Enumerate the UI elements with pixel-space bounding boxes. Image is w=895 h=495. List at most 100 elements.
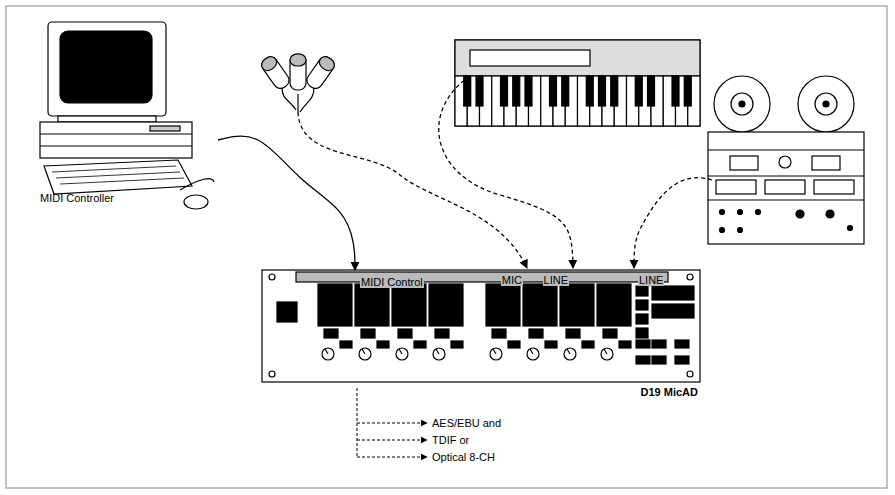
keyboard-keys — [684, 76, 691, 106]
tape-recorder-drawing — [848, 226, 853, 231]
output-wire — [357, 457, 427, 458]
output-label: AES/EBU and — [431, 417, 502, 429]
input-label: LINE — [638, 274, 664, 286]
rack-controls — [601, 348, 613, 360]
input-wire — [439, 76, 573, 268]
rack-controls — [636, 314, 648, 324]
rack-controls — [675, 356, 689, 364]
rack-controls — [451, 341, 463, 348]
rack-controls — [604, 349, 607, 354]
output-wire — [357, 388, 427, 457]
microphone-drawing — [259, 54, 292, 91]
input-wire — [298, 112, 527, 268]
rack-controls — [652, 340, 666, 348]
computer-drawing — [58, 116, 156, 122]
tape-recorder-drawing — [738, 228, 743, 233]
keyboard-keys — [455, 50, 700, 126]
tape-recorder-drawing — [730, 156, 758, 170]
computer-drawing — [40, 133, 192, 134]
keyboard-drawing — [455, 40, 700, 126]
keyboard-keys — [525, 76, 532, 106]
rack-controls — [324, 329, 338, 338]
computer-drawing — [180, 179, 214, 190]
input-wire — [634, 178, 712, 268]
input-label: MIC — [501, 274, 523, 286]
edge-label: MIDI Control — [360, 276, 424, 288]
rack-controls — [322, 348, 334, 360]
rack-controls — [392, 284, 426, 326]
tape-recorder-drawing — [812, 156, 840, 170]
microphone-drawing — [290, 54, 306, 90]
rack-controls — [567, 349, 570, 354]
tape-recorder-drawing — [708, 132, 864, 244]
rack-controls — [652, 286, 694, 300]
keyboard-keys — [550, 76, 557, 106]
rack-controls — [530, 349, 533, 354]
microphone-drawing — [282, 88, 314, 112]
rack-controls — [527, 348, 539, 360]
rack-controls — [355, 284, 389, 326]
rack-controls — [318, 284, 694, 364]
computer-drawing — [48, 22, 166, 116]
rack-controls — [414, 341, 426, 348]
keyboard-keys — [476, 76, 483, 106]
rack-controls — [619, 341, 631, 348]
controller-node: MIDI Controller — [36, 18, 218, 206]
rack-controls — [636, 286, 648, 296]
computer-drawing — [40, 145, 192, 146]
computer-drawing — [40, 122, 192, 158]
rack-controls — [396, 348, 408, 360]
rack-controls — [318, 284, 352, 326]
keyboard-keys — [599, 76, 606, 106]
microphone-drawing — [259, 54, 337, 112]
rack-controls — [362, 349, 365, 354]
rack-controls — [399, 349, 402, 354]
device-node: D19 MicAD — [262, 268, 702, 398]
microphone-drawing — [304, 54, 337, 91]
computer-drawing — [60, 31, 152, 103]
keyboard-keys — [648, 76, 655, 106]
keyboard-keys — [562, 76, 569, 106]
rack-controls — [436, 349, 439, 354]
rack-unit-drawing — [262, 270, 700, 382]
rack-controls — [652, 304, 694, 318]
rack-controls — [582, 341, 594, 348]
microphone-drawing — [259, 54, 292, 91]
rack-controls — [529, 329, 543, 338]
tape-recorder-drawing — [716, 180, 756, 194]
rack-controls — [636, 340, 650, 348]
microphone-drawing — [304, 54, 337, 91]
tape-recorder-drawing — [720, 210, 725, 215]
tape-recorder-drawing — [823, 101, 829, 107]
rack-controls — [429, 284, 463, 326]
rack-controls — [675, 340, 689, 348]
rack-controls — [493, 349, 496, 354]
output-wire — [357, 423, 427, 424]
tape-recorder-drawing — [756, 210, 761, 215]
node-label: MIDI Controller — [40, 192, 114, 204]
rack-controls — [597, 284, 631, 326]
microphone-drawing — [317, 54, 337, 73]
tape-recorder-drawing — [708, 150, 864, 200]
output-label: TDIF or — [431, 434, 470, 446]
computer-drawing — [150, 126, 180, 131]
keyboard-keys — [464, 76, 471, 106]
frame — [6, 6, 887, 488]
keyboard-keys — [611, 76, 618, 106]
rack-unit-drawing — [687, 371, 693, 377]
rack-controls — [545, 341, 557, 348]
rack-controls — [508, 341, 520, 348]
tape-recorder-drawing — [798, 76, 854, 132]
rack-controls — [603, 329, 617, 338]
rack-unit-drawing — [296, 272, 668, 282]
rack-controls — [566, 329, 580, 338]
rack-controls — [486, 284, 520, 326]
keyboard-keys — [470, 50, 590, 66]
rack-controls — [652, 356, 666, 364]
keyboard-drawing — [455, 40, 700, 76]
rack-controls — [490, 348, 502, 360]
rack-controls — [636, 328, 648, 338]
computer-drawing — [44, 160, 192, 194]
tape-recorder-drawing — [714, 76, 770, 132]
